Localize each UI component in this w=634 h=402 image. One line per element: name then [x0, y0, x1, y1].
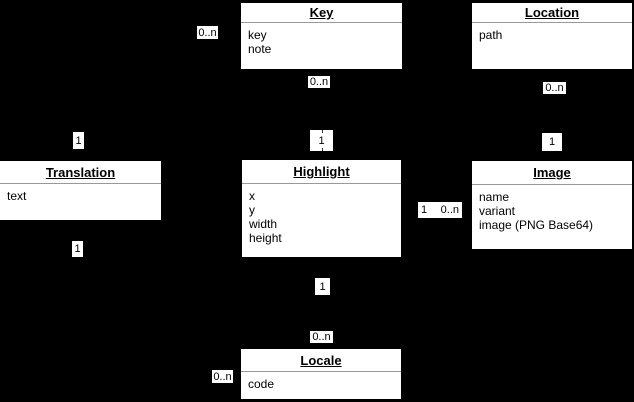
class-attributes-highlight: x y width height [242, 184, 401, 245]
attribute-location-path: path [479, 28, 503, 42]
class-box-locale: Locale code [241, 349, 401, 399]
multiplicity-locale-top: 0..n [310, 331, 333, 343]
attribute-image-name: name [479, 190, 510, 204]
attribute-highlight-width: width [249, 217, 278, 231]
class-attributes-key: key note [241, 23, 402, 56]
class-box-image: Image name variant image (PNG Base64) [472, 161, 632, 249]
multiplicity-translation-bottom: 1 [72, 241, 83, 257]
attribute-highlight-y: y [249, 203, 255, 217]
class-box-highlight: Highlight x y width height [242, 160, 401, 257]
attribute-key-note: note [248, 42, 272, 56]
attribute-image-variant: variant [479, 204, 516, 218]
class-title-location: Location [472, 3, 632, 23]
multiplicity-translation-top: 1 [73, 132, 84, 149]
class-title-key: Key [241, 3, 402, 23]
class-title-locale: Locale [241, 349, 401, 372]
attribute-locale-code: code [248, 377, 275, 391]
multiplicity-image-left: 0..n [440, 204, 459, 216]
class-attributes-location: path [472, 23, 632, 42]
class-box-location: Location path [472, 3, 632, 69]
multiplicity-highlight-right: 1 [421, 204, 428, 216]
multiplicity-locale-left: 0..n [212, 370, 233, 383]
class-title-image: Image [472, 161, 632, 185]
attribute-translation-text: text [7, 189, 27, 203]
class-title-translation: Translation [0, 161, 161, 184]
multiplicity-key-left: 0..n [197, 26, 218, 39]
class-box-translation: Translation text [0, 161, 161, 220]
multiplicity-key-bottom: 0..n [308, 76, 330, 88]
multiplicity-image-top: 1 [542, 133, 562, 151]
class-attributes-translation: text [0, 184, 161, 203]
multiplicity-highlight-image-pair: 1 0..n [418, 202, 462, 218]
attribute-image-data: image (PNG Base64) [479, 218, 594, 232]
attribute-key-key: key [248, 28, 267, 42]
class-attributes-image: name variant image (PNG Base64) [472, 185, 632, 232]
attribute-highlight-x: x [249, 189, 255, 203]
multiplicity-highlight-bottom: 1 [315, 278, 330, 295]
multiplicity-highlight-top: 1 [310, 130, 333, 151]
class-title-highlight: Highlight [242, 160, 401, 184]
class-attributes-locale: code [241, 372, 401, 391]
class-box-key: Key key note [241, 3, 402, 69]
attribute-highlight-height: height [249, 231, 282, 245]
multiplicity-location-bottom: 0..n [543, 82, 566, 94]
